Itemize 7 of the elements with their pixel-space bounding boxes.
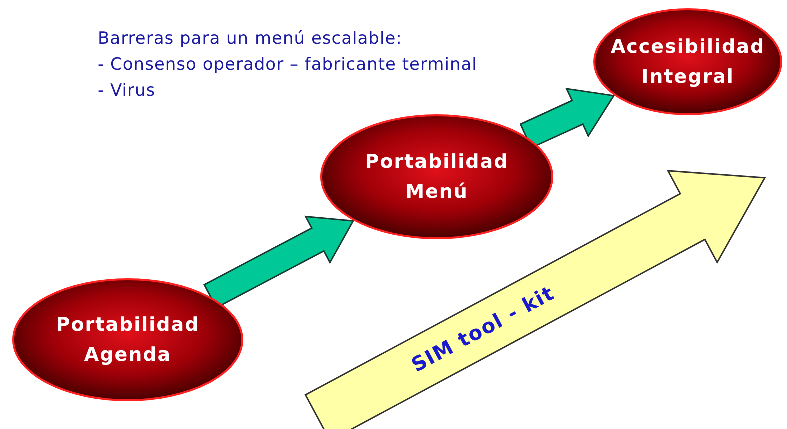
note-text: - Virus [98,80,157,102]
note-text: - Consenso operador – fabricante terminal [98,54,478,76]
arrow-label: SIM tool - kit [406,280,560,380]
node-title: Accesibilidad Integral [610,35,766,90]
node-title: Portabilidad Menú [364,150,510,205]
note-text: Barreras para un menú escalable: [98,28,404,50]
node-title: Portabilidad Agenda [55,313,201,368]
